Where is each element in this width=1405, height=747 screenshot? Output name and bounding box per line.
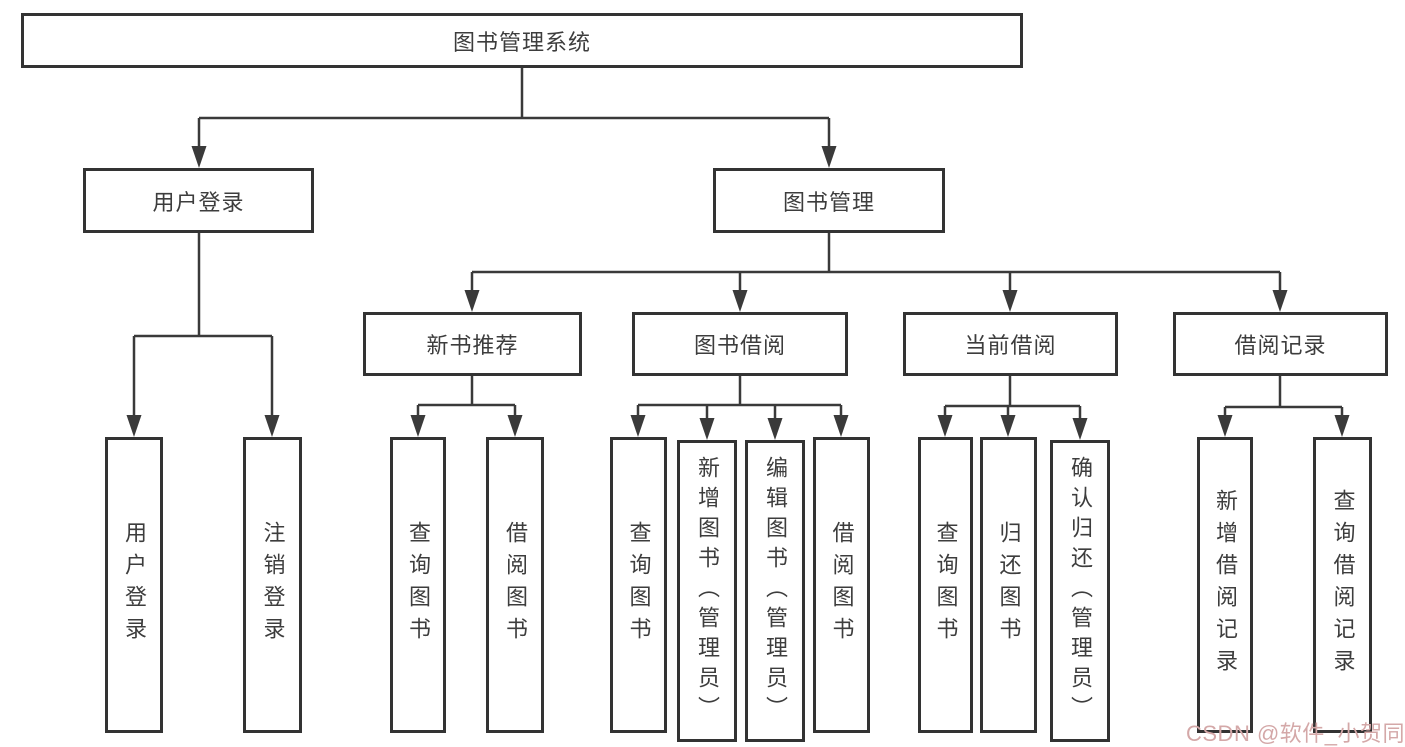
leaf-label: 查询图书 xyxy=(933,521,959,649)
leaf-add-book-admin: 新增图书（管理员） xyxy=(677,440,737,742)
node-library-system: 图书管理系统 xyxy=(21,13,1023,68)
leaf-user-login: 用户登录 xyxy=(105,437,163,733)
leaf-label: 查询借阅记录 xyxy=(1330,489,1356,681)
node-book-borrowing: 图书借阅 xyxy=(632,312,848,376)
node-book-management: 图书管理 xyxy=(713,168,945,233)
leaf-label: 新增借阅记录 xyxy=(1213,489,1238,681)
leaf-borrow-books: 借阅图书 xyxy=(486,437,544,733)
leaf-logout: 注销登录 xyxy=(243,437,302,733)
leaf-borrow-books: 借阅图书 xyxy=(813,437,870,733)
node-current-borrowing: 当前借阅 xyxy=(903,312,1118,376)
leaf-label: 用户登录 xyxy=(122,521,147,649)
leaf-query-books: 查询图书 xyxy=(610,437,667,733)
leaf-label: 借阅图书 xyxy=(829,521,855,649)
leaf-add-borrow-record: 新增借阅记录 xyxy=(1197,437,1253,733)
leaf-query-books: 查询图书 xyxy=(390,437,446,733)
leaf-label: 借阅图书 xyxy=(503,521,528,649)
leaf-query-books: 查询图书 xyxy=(918,437,973,733)
leaf-label: 查询图书 xyxy=(406,521,431,649)
watermark: CSDN @软件_小贺同学 xyxy=(1186,721,1405,746)
leaf-label: 查询图书 xyxy=(626,521,652,649)
leaf-query-borrow-record: 查询借阅记录 xyxy=(1313,437,1372,733)
node-borrowing-records: 借阅记录 xyxy=(1173,312,1388,376)
leaf-label: 注销登录 xyxy=(260,521,286,649)
leaf-return-book: 归还图书 xyxy=(980,437,1037,733)
leaf-label: 编辑图书（管理员） xyxy=(763,456,788,726)
node-user-login: 用户登录 xyxy=(83,168,314,233)
leaf-edit-book-admin: 编辑图书（管理员） xyxy=(745,440,805,742)
leaf-label: 确认归还（管理员） xyxy=(1068,456,1093,726)
leaf-label: 新增图书（管理员） xyxy=(695,456,720,726)
leaf-confirm-return-admin: 确认归还（管理员） xyxy=(1050,440,1110,742)
leaf-label: 归还图书 xyxy=(996,521,1022,649)
node-new-book-recommend: 新书推荐 xyxy=(363,312,582,376)
